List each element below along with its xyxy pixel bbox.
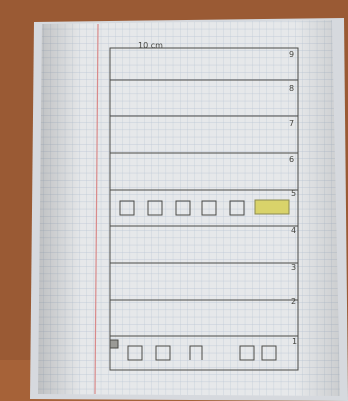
row-number: 6 <box>289 155 294 164</box>
highlighted-square <box>255 200 289 214</box>
row-number: 9 <box>289 50 294 59</box>
row-number: 3 <box>291 263 296 272</box>
filled-corner-square <box>110 340 118 348</box>
row-number: 7 <box>289 119 294 128</box>
row-number: 8 <box>289 84 294 93</box>
row-number: 4 <box>291 226 296 235</box>
row-number: 2 <box>291 297 296 306</box>
row-number: 5 <box>291 189 296 198</box>
row-number: 1 <box>292 337 297 346</box>
width-label: 10 cm <box>138 41 163 50</box>
